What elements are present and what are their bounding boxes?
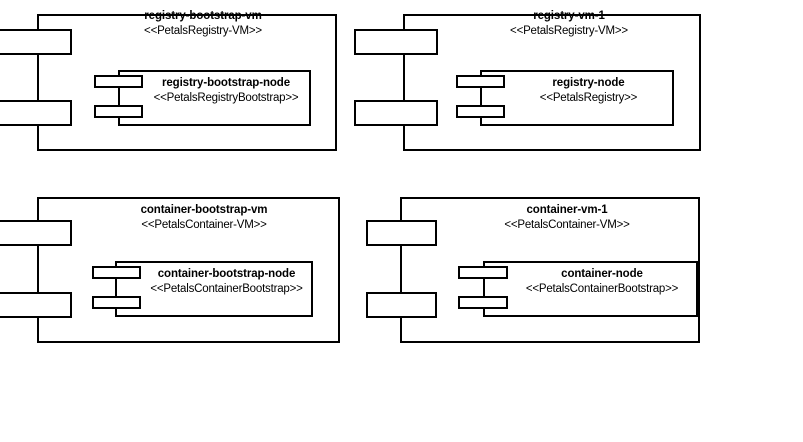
- node-label-container-bootstrap-node: container-bootstrap-node <<PetalsContain…: [141, 267, 312, 296]
- node-container-bootstrap-node[interactable]: [115, 261, 313, 317]
- node-label-registry-bootstrap-node: registry-bootstrap-node <<PetalsRegistry…: [143, 76, 309, 105]
- node-port-tab-top[interactable]: [456, 75, 505, 88]
- node-port-tab-bottom[interactable]: [456, 105, 505, 118]
- node-port-tab-bottom[interactable]: [92, 296, 141, 309]
- node-registry-node[interactable]: [480, 70, 674, 126]
- node-port-tab-bottom[interactable]: [458, 296, 508, 309]
- component-name: registry-bootstrap-vm: [144, 10, 262, 22]
- component-label-registry-vm-1: registry-vm-1 <<PetalsRegistry-VM>>: [443, 9, 695, 38]
- node-port-tab-top[interactable]: [458, 266, 508, 279]
- node-stereotype: <<PetalsRegistryBootstrap>>: [153, 91, 299, 104]
- node-label-container-node: container-node <<PetalsContainerBootstra…: [508, 267, 696, 296]
- node-port-tab-bottom[interactable]: [94, 105, 143, 118]
- node-label-registry-node: registry-node <<PetalsRegistry>>: [505, 76, 672, 105]
- component-port-tab-top[interactable]: [354, 29, 438, 55]
- node-stereotype: <<PetalsContainerBootstrap>>: [150, 282, 303, 295]
- component-stereotype: <<PetalsContainer-VM>>: [504, 218, 630, 231]
- component-port-tab-top[interactable]: [366, 220, 437, 246]
- component-stereotype: <<PetalsRegistry-VM>>: [510, 24, 628, 37]
- node-stereotype: <<PetalsRegistry>>: [539, 91, 638, 104]
- component-label-registry-bootstrap-vm: registry-bootstrap-vm <<PetalsRegistry-V…: [77, 9, 329, 38]
- node-registry-bootstrap-node[interactable]: [118, 70, 311, 126]
- node-name: container-node: [561, 268, 643, 280]
- node-name: registry-bootstrap-node: [161, 77, 291, 89]
- component-port-tab-top[interactable]: [0, 29, 72, 55]
- component-port-tab-top[interactable]: [0, 220, 72, 246]
- component-name: registry-vm-1: [533, 10, 605, 22]
- component-name: container-bootstrap-vm: [140, 204, 268, 216]
- node-name: container-bootstrap-node: [157, 268, 296, 280]
- component-port-tab-bottom[interactable]: [366, 292, 437, 318]
- component-label-container-bootstrap-vm: container-bootstrap-vm <<PetalsContainer…: [77, 203, 331, 232]
- component-name: container-vm-1: [526, 204, 608, 216]
- component-port-tab-bottom[interactable]: [354, 100, 438, 126]
- component-port-tab-bottom[interactable]: [0, 292, 72, 318]
- node-port-tab-top[interactable]: [92, 266, 141, 279]
- component-stereotype: <<PetalsContainer-VM>>: [141, 218, 267, 231]
- node-stereotype: <<PetalsContainerBootstrap>>: [525, 282, 679, 295]
- component-label-container-vm-1: container-vm-1 <<PetalsContainer-VM>>: [440, 203, 694, 232]
- node-name: registry-node: [552, 77, 625, 89]
- node-container-node[interactable]: [483, 261, 698, 317]
- component-port-tab-bottom[interactable]: [0, 100, 72, 126]
- node-port-tab-top[interactable]: [94, 75, 143, 88]
- component-stereotype: <<PetalsRegistry-VM>>: [144, 24, 262, 37]
